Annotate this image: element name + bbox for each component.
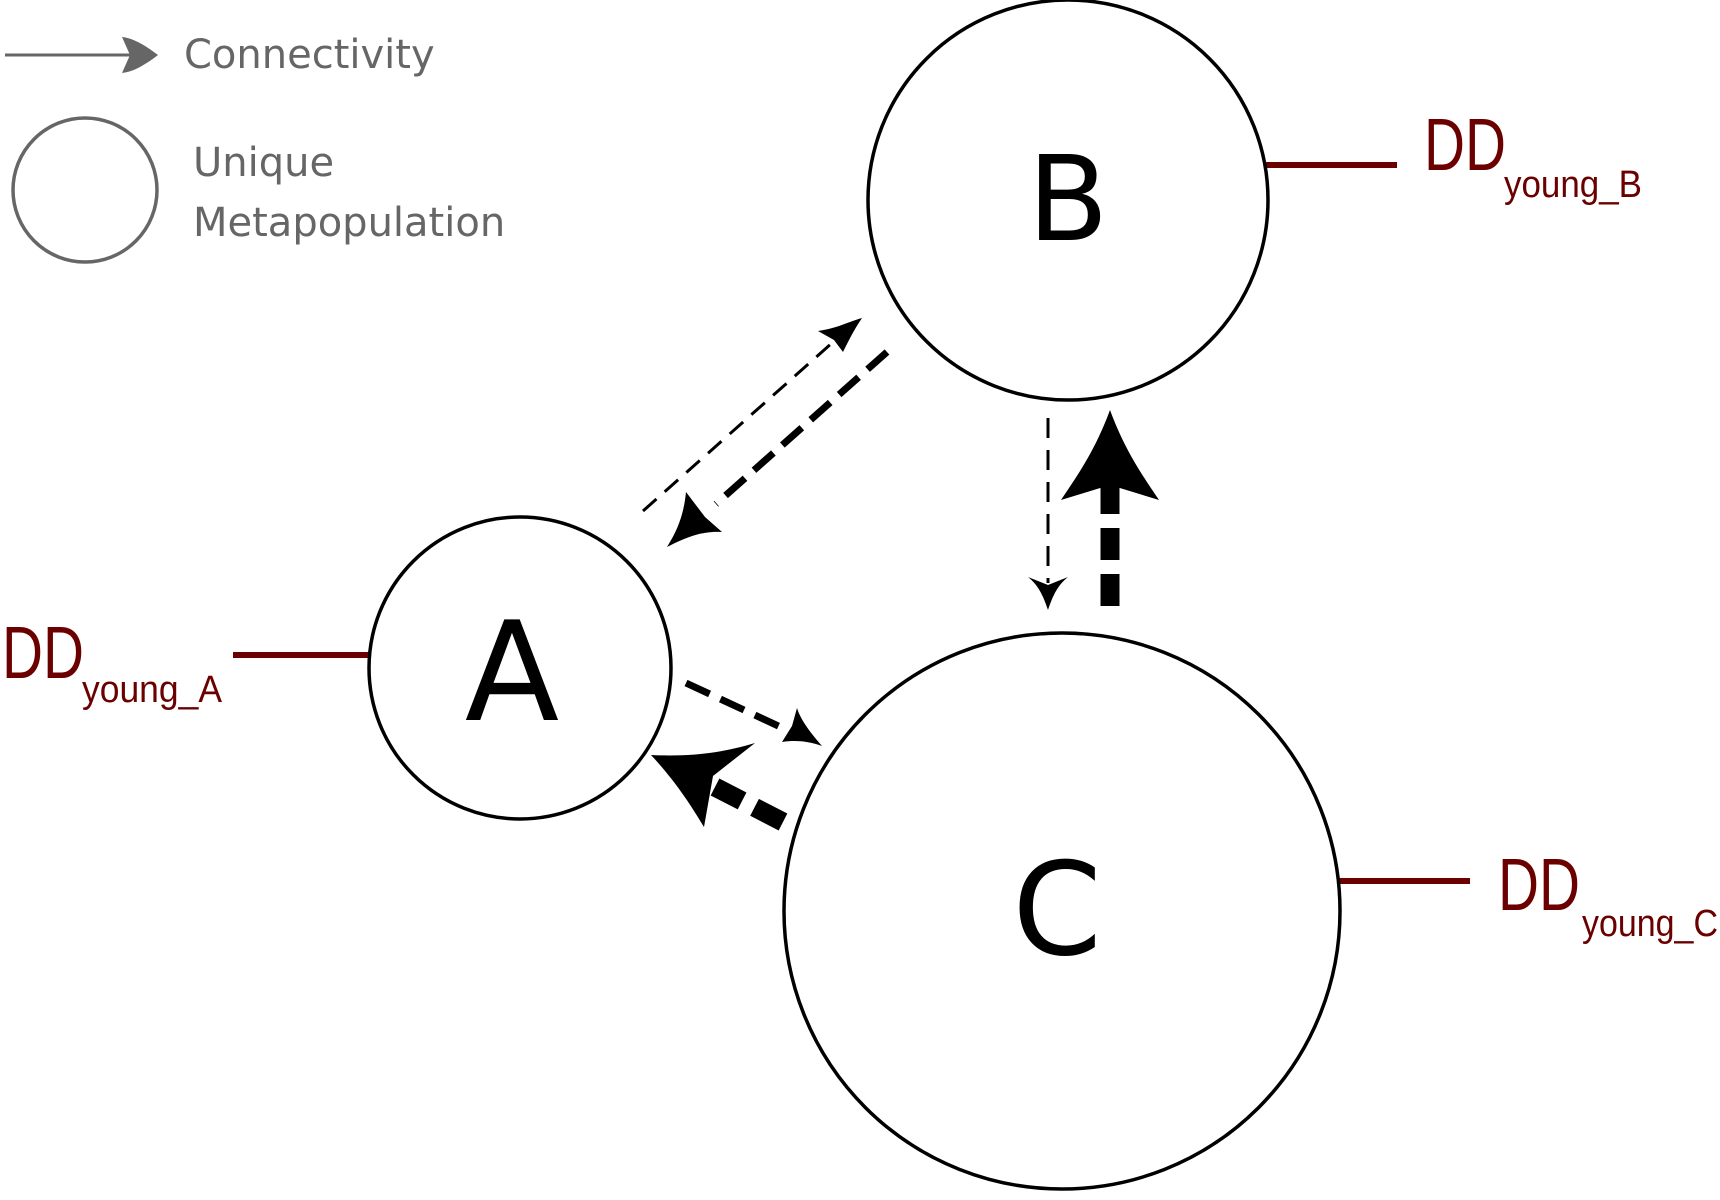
node-c: C — [782, 631, 1342, 1191]
node-b-circle — [866, 0, 1270, 402]
dd-label-a-main: DD — [2, 611, 84, 694]
dd-label-b-sub: young_B — [1504, 164, 1642, 206]
dd-label-c-sub: young_C — [1582, 903, 1718, 945]
dd-label-c: DD young_C — [1498, 843, 1718, 945]
edge-a-to-c — [684, 679, 822, 746]
legend-node-label-line1: Unique — [193, 140, 334, 186]
node-c-circle — [782, 631, 1342, 1191]
dd-label-b-main: DD — [1424, 103, 1506, 186]
legend: Connectivity Unique Metapopulation — [5, 32, 505, 264]
dd-label-a: DD young_A — [2, 611, 223, 711]
legend-connectivity-label: Connectivity — [184, 32, 435, 78]
node-a-circle — [367, 515, 673, 821]
edge-b-to-c — [1028, 418, 1068, 610]
dd-label-a-sub: young_A — [82, 669, 223, 711]
dd-label-c-main: DD — [1498, 843, 1580, 926]
legend-node-circle-icon — [11, 116, 159, 264]
edge-c-to-a — [651, 743, 788, 831]
node-a: A — [367, 515, 673, 821]
node-b-label: B — [1028, 130, 1109, 268]
node-c-label: C — [1012, 836, 1101, 985]
legend-connectivity-arrow-icon — [5, 37, 158, 73]
edge-a-to-b — [642, 318, 862, 513]
connectivity-edges — [642, 318, 1159, 831]
node-a-label: A — [465, 592, 559, 753]
edge-b-to-a — [667, 349, 890, 547]
legend-node-label-line2: Metapopulation — [193, 200, 505, 246]
dd-label-b: DD young_B — [1424, 103, 1642, 206]
node-b: B — [866, 0, 1270, 402]
edge-c-to-b — [1061, 410, 1159, 606]
